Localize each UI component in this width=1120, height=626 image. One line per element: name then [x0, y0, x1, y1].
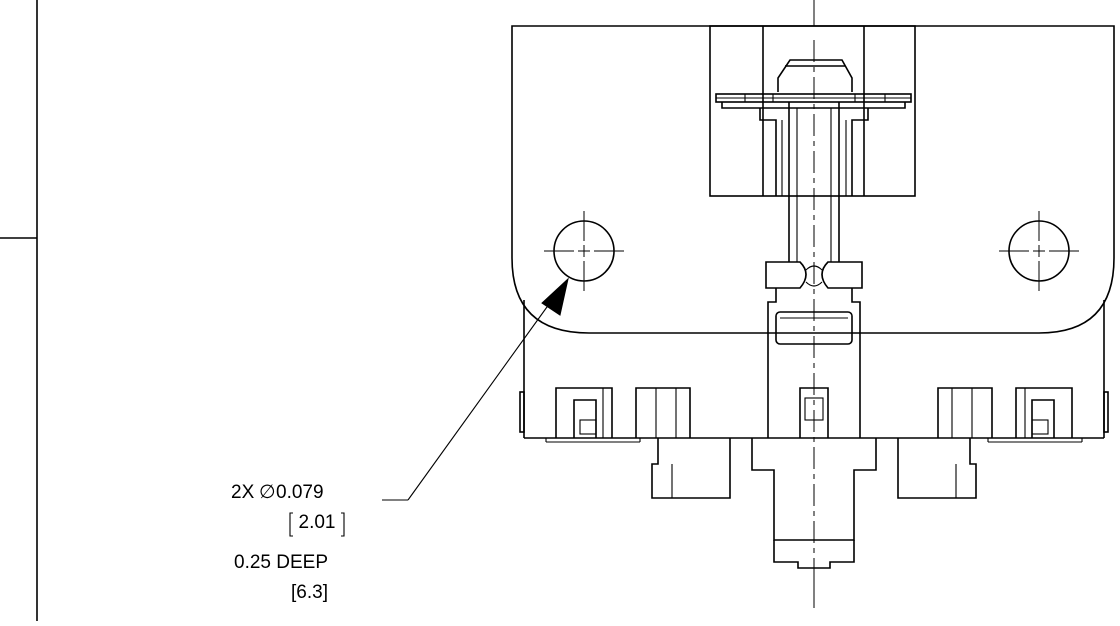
callout-metric-diameter: 2.01 [299, 512, 336, 533]
left-mounting-hole [544, 211, 624, 291]
callout-depth: 0.25 DEEP [234, 552, 328, 573]
bottom-connector [651, 438, 977, 569]
center-pocket [799, 387, 829, 438]
right-mounting-hole [999, 211, 1079, 291]
callout-brackets [289, 512, 345, 537]
lower-right-pockets [937, 387, 1073, 438]
callout-prefix: 2X [231, 482, 255, 503]
callout-diameter: 0.079 [276, 482, 324, 503]
callout-metric-depth: [6.3] [291, 582, 328, 603]
hole-callout: 2X ∅ 0.079 2.01 0.25 DEEP [6.3] [231, 482, 345, 603]
main-body-outline [511, 25, 1115, 334]
leader-line [382, 277, 569, 501]
lower-left-pockets [555, 387, 691, 438]
shaft [781, 102, 847, 262]
clip-detail [765, 261, 863, 438]
top-center-block [709, 25, 916, 197]
drawing-frame [0, 0, 38, 621]
lower-housing [519, 300, 1109, 443]
diameter-symbol: ∅ [259, 482, 276, 503]
